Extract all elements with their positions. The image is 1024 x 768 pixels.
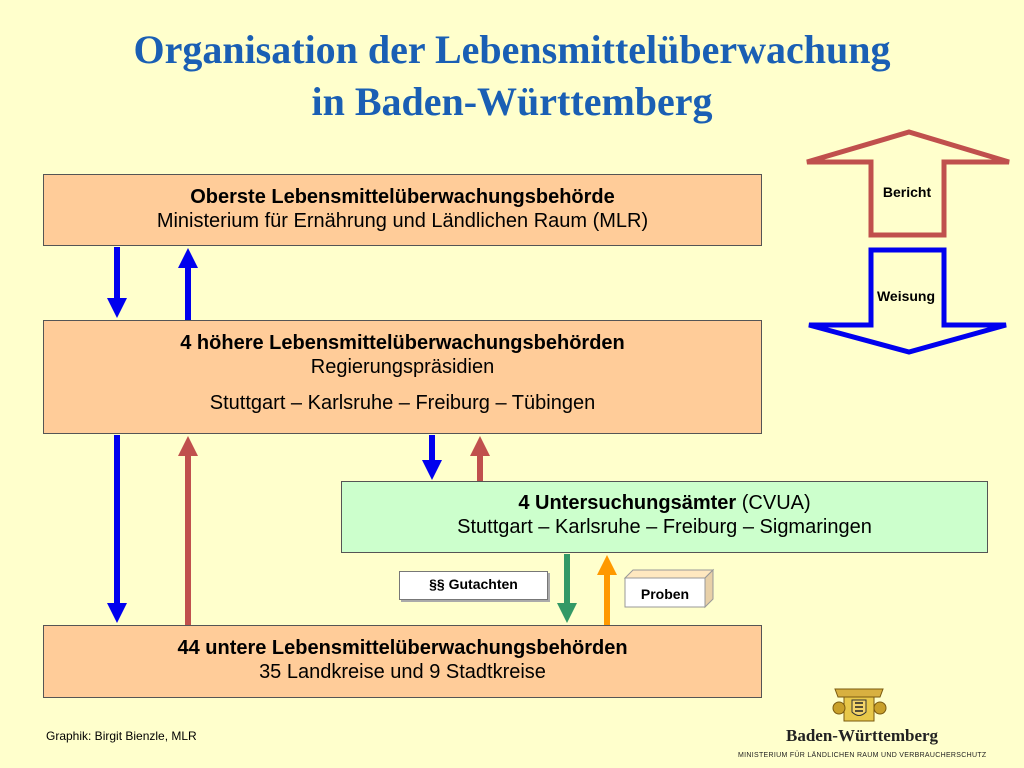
report-arrow-labs-head	[470, 436, 490, 456]
lower-authority-heading: 44 untere Lebensmittelüberwachungsbehörd…	[177, 637, 628, 659]
instruction-arrow-labs-head	[422, 460, 442, 480]
instruction-legend-arrow	[808, 247, 1007, 355]
labs-title: 4 Untersuchungsämter (CVUA)	[342, 491, 987, 515]
samples-label: Proben	[641, 586, 689, 602]
report-legend-arrow	[806, 129, 1010, 238]
logo-name: Baden-Württemberg	[786, 726, 939, 745]
middle-authority-cities: Stuttgart – Karlsruhe – Freiburg – Tübin…	[209, 392, 596, 414]
labs-abbr: (CVUA)	[736, 492, 811, 514]
top-authority-heading: Oberste Lebensmittelüberwachungsbehörde	[190, 186, 615, 208]
samples-arrow-head	[597, 555, 617, 575]
instruction-legend-label: Weisung	[877, 288, 935, 304]
report-arrow-bottom-head	[178, 436, 198, 456]
expertise-arrow-head	[557, 603, 577, 623]
samples-box-front	[624, 577, 706, 608]
report-legend-label: Bericht	[883, 184, 932, 200]
top-authority-sub: Ministerium für Ernährung und Ländlichen…	[156, 210, 649, 232]
ministry-name: MINISTERIUM FÜR LÄNDLICHEN RAUM UND VERB…	[738, 752, 987, 759]
samples-box-top	[623, 569, 715, 579]
credit-text: Graphik: Birgit Bienzle, MLR	[46, 729, 197, 743]
coat-of-arms-icon	[832, 688, 887, 722]
lower-authority-sub: 35 Landkreise und 9 Stadtkreise	[259, 661, 546, 683]
page-title: Organisation der Lebensmittelüberwachung	[133, 27, 891, 72]
expertise-note: §§ Gutachten	[399, 571, 548, 600]
labs-box: 4 Untersuchungsämter (CVUA) Stuttgart – …	[341, 481, 988, 553]
middle-authority-sub: Regierungspräsidien	[310, 356, 495, 378]
instruction-arrow-bottom-head	[107, 603, 127, 623]
middle-authority-heading: 4 höhere Lebensmittelüberwachungsbehörde…	[180, 332, 625, 354]
top-authority-box: Oberste Lebensmittelüberwachungsbehörde …	[43, 174, 762, 246]
middle-authority-box: 4 höhere Lebensmittelüberwachungsbehörde…	[43, 320, 762, 434]
instruction-arrow-top-head	[107, 298, 127, 318]
lower-authority-box: 44 untere Lebensmittelüberwachungsbehörd…	[43, 625, 762, 698]
page-subtitle: in Baden-Württemberg	[311, 79, 713, 124]
labs-heading: 4 Untersuchungsämter	[518, 492, 737, 514]
labs-cities: Stuttgart – Karlsruhe – Freiburg – Sigma…	[457, 516, 872, 538]
report-arrow-top-head	[178, 248, 198, 268]
